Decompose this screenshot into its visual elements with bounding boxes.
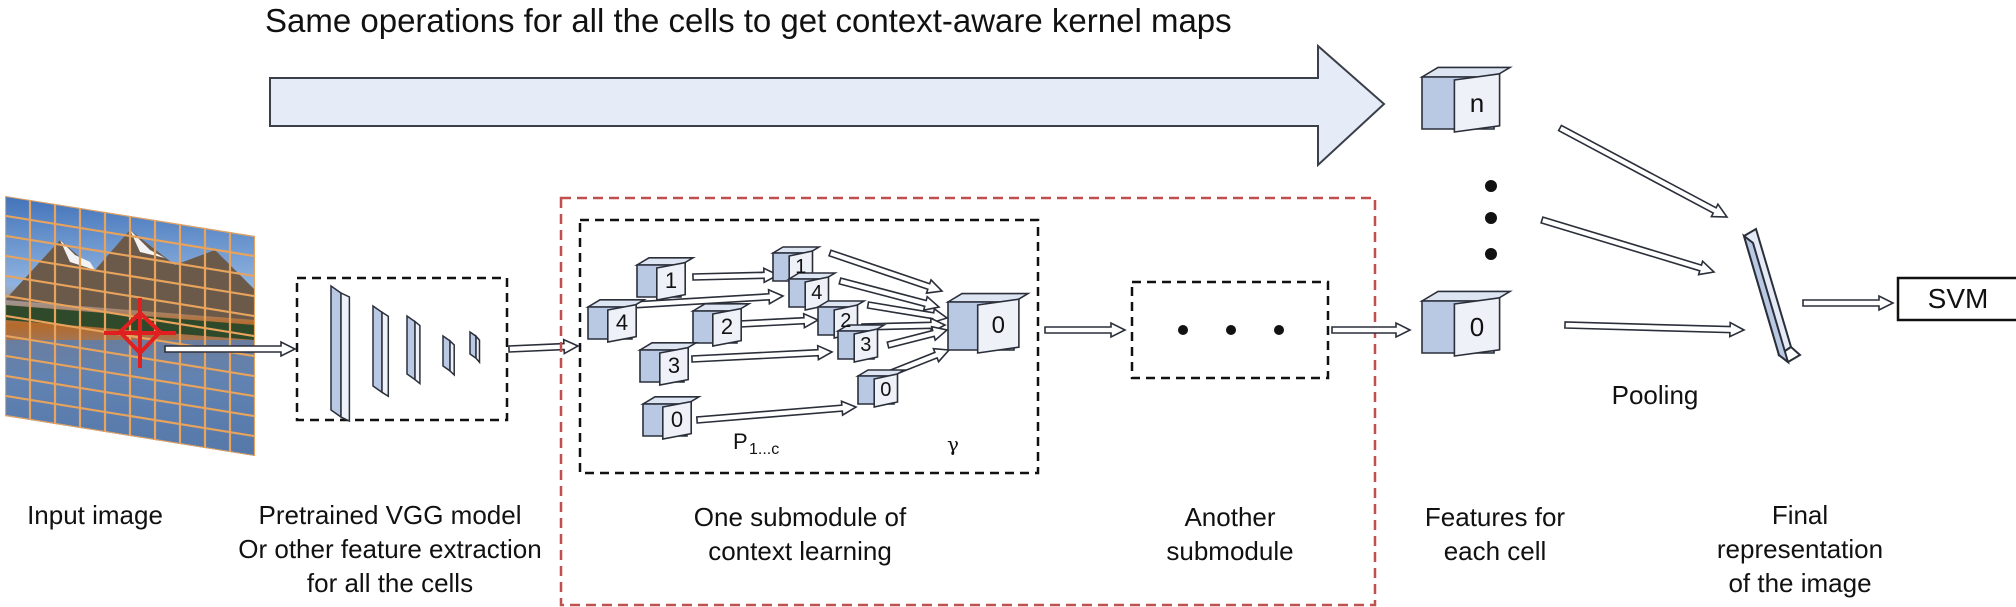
context-learning-region — [559, 196, 1377, 607]
cube-label: n — [1469, 88, 1485, 118]
arrow-pooling-to-svm — [1802, 294, 1895, 312]
cube-label: 1 — [795, 256, 807, 278]
vgg-layer — [469, 330, 481, 365]
label-input-image: Input image — [27, 500, 163, 530]
p-label: P — [733, 429, 748, 454]
grid-line — [5, 213, 255, 259]
p-subscript: 1...c — [749, 441, 779, 458]
sub-arrow — [738, 312, 820, 330]
ellipsis-dot — [1485, 212, 1497, 224]
arrow-sub1-to-sub2 — [1044, 321, 1127, 339]
label-submodule-two: Another submodule — [1166, 502, 1294, 566]
cube-label: 3 — [860, 334, 872, 356]
feature-cubes — [1419, 66, 1513, 357]
sub-arrow — [692, 267, 780, 284]
cube-label: 2 — [720, 314, 734, 339]
submodule-two-box — [1130, 280, 1330, 380]
arrow — [1564, 321, 1746, 338]
dot — [1226, 325, 1236, 335]
arrow-image-to-vgg — [164, 340, 297, 358]
grid-line — [5, 233, 255, 279]
vgg-box — [295, 276, 509, 422]
cube-in — [634, 256, 696, 301]
grid-line — [5, 333, 255, 379]
grid-line — [5, 293, 255, 339]
cube-in — [640, 395, 702, 440]
grid-line — [5, 373, 255, 419]
arrow — [1331, 321, 1412, 339]
cube-in — [585, 298, 647, 343]
cell-grid — [5, 196, 255, 456]
arrow — [1540, 216, 1716, 276]
sub-arrow — [888, 347, 951, 377]
vgg-layers — [330, 284, 481, 423]
label-submodule-one: One submodule of context learning — [693, 502, 907, 566]
ellipsis-dot — [1485, 248, 1497, 260]
arrow — [1044, 321, 1127, 339]
arrow — [164, 340, 297, 358]
label-features: Features for each cell — [1424, 502, 1566, 566]
sub-arrow — [886, 325, 949, 349]
input-image-photo — [5, 196, 255, 456]
cube-label: 3 — [667, 353, 681, 378]
arrow-vgg-to-submodule — [508, 338, 580, 355]
cube-label: 4 — [811, 282, 823, 304]
cube-label: 0 — [670, 407, 684, 432]
cube-in — [637, 341, 699, 386]
cube-label: 1 — [664, 268, 678, 293]
arrow — [1557, 124, 1729, 218]
dot — [1274, 325, 1284, 335]
cube-mid — [855, 369, 907, 408]
arrow-sub2-to-features — [1331, 321, 1412, 339]
vgg-layer — [372, 304, 390, 398]
grid-line — [5, 253, 255, 299]
cube-label: 0 — [991, 312, 1005, 339]
feature-cube-0 — [1419, 290, 1513, 357]
ellipsis-dot — [1485, 180, 1497, 192]
label-final: Final representation of the image — [1716, 500, 1884, 598]
cube-mid — [835, 324, 887, 363]
svm-label: SVM — [1927, 283, 1989, 314]
submodule-one-cubes — [585, 246, 1031, 440]
banner-arrow — [269, 43, 1386, 168]
cube-label: 2 — [840, 310, 852, 332]
sub-arrow — [861, 317, 947, 334]
grid-line — [5, 393, 255, 439]
cube-in — [690, 302, 752, 347]
sub-arrow — [827, 249, 944, 295]
dot — [1178, 325, 1188, 335]
feature-cube-n — [1419, 66, 1513, 133]
sub-arrow — [630, 288, 785, 309]
arrow — [1802, 294, 1895, 312]
grid-line — [5, 273, 255, 319]
cell-marker — [104, 298, 176, 368]
vgg-layer — [442, 334, 455, 377]
gamma-label: γ — [947, 432, 959, 456]
banner-title: Same operations for all the cells to get… — [265, 2, 1232, 39]
submodule-one-arrows — [630, 249, 951, 424]
pooling-bar — [1742, 227, 1802, 365]
sub-arrow — [838, 277, 941, 312]
arrows-to-pooling — [1540, 124, 1746, 338]
label-vgg: Pretrained VGG model Or other feature ex… — [238, 500, 542, 598]
grid-line — [5, 353, 255, 399]
submodule-one-box — [578, 218, 1040, 475]
cube-label: 4 — [615, 310, 629, 335]
svm-box — [1896, 276, 2016, 322]
sub-arrow — [691, 344, 834, 363]
label-pooling: Pooling — [1611, 380, 1699, 410]
vgg-layer — [330, 284, 351, 423]
cube-label: 0 — [880, 379, 892, 401]
cube-label: 0 — [1469, 312, 1485, 342]
sub-arrow — [695, 399, 858, 424]
arrow — [508, 338, 580, 355]
vgg-layer — [406, 314, 421, 386]
cube-out — [945, 292, 1031, 354]
